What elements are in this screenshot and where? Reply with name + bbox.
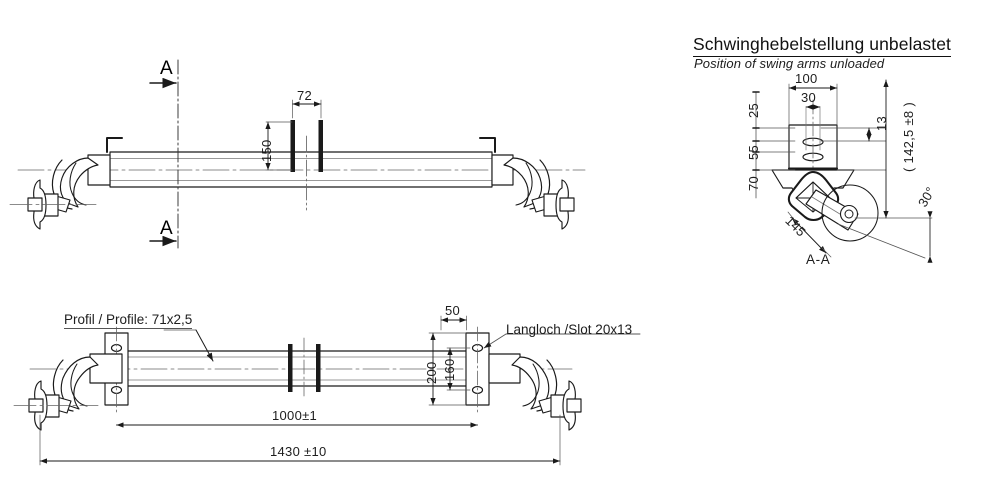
dim-plate-height: 200 xyxy=(424,361,439,384)
section-aa-caption: A-A xyxy=(806,252,831,267)
dim-overall: 1430 ±10 xyxy=(270,444,327,459)
label-slot: Langloch /Slot 20x13 xyxy=(506,322,633,337)
dim-section-plate-thickness: 13 xyxy=(874,115,889,131)
detail-panel-title-de: Schwinghebelstellung unbelastet xyxy=(693,34,952,57)
dim-section-width-inner: 30 xyxy=(801,90,817,105)
label-profile: Profil / Profile: 71x2,5 xyxy=(64,312,193,329)
dim-bracket-width: 72 xyxy=(297,88,313,103)
section-marker-top: A xyxy=(160,58,173,79)
top-view-geometry xyxy=(9,59,586,249)
section-aa-geometry xyxy=(752,79,933,263)
dim-section-bottom-offset: 70 xyxy=(746,175,761,191)
dim-section-top-offset: 25 xyxy=(746,102,761,118)
dim-section-mid-offset: 55 xyxy=(746,144,761,160)
dim-section-width-total: 100 xyxy=(795,71,818,86)
dim-bracket-height: 150 xyxy=(259,139,274,162)
bottom-view-geometry xyxy=(13,315,641,466)
detail-panel-title-en: Position of swing arms unloaded xyxy=(694,56,885,71)
dim-track: 1000±1 xyxy=(272,408,318,423)
dim-hole-spacing: 160 xyxy=(442,358,457,381)
section-marker-bottom: A xyxy=(160,218,173,239)
dim-section-ride-height: ( 142,5 ±8 ) xyxy=(901,102,916,172)
dim-plate-width: 50 xyxy=(445,303,461,318)
